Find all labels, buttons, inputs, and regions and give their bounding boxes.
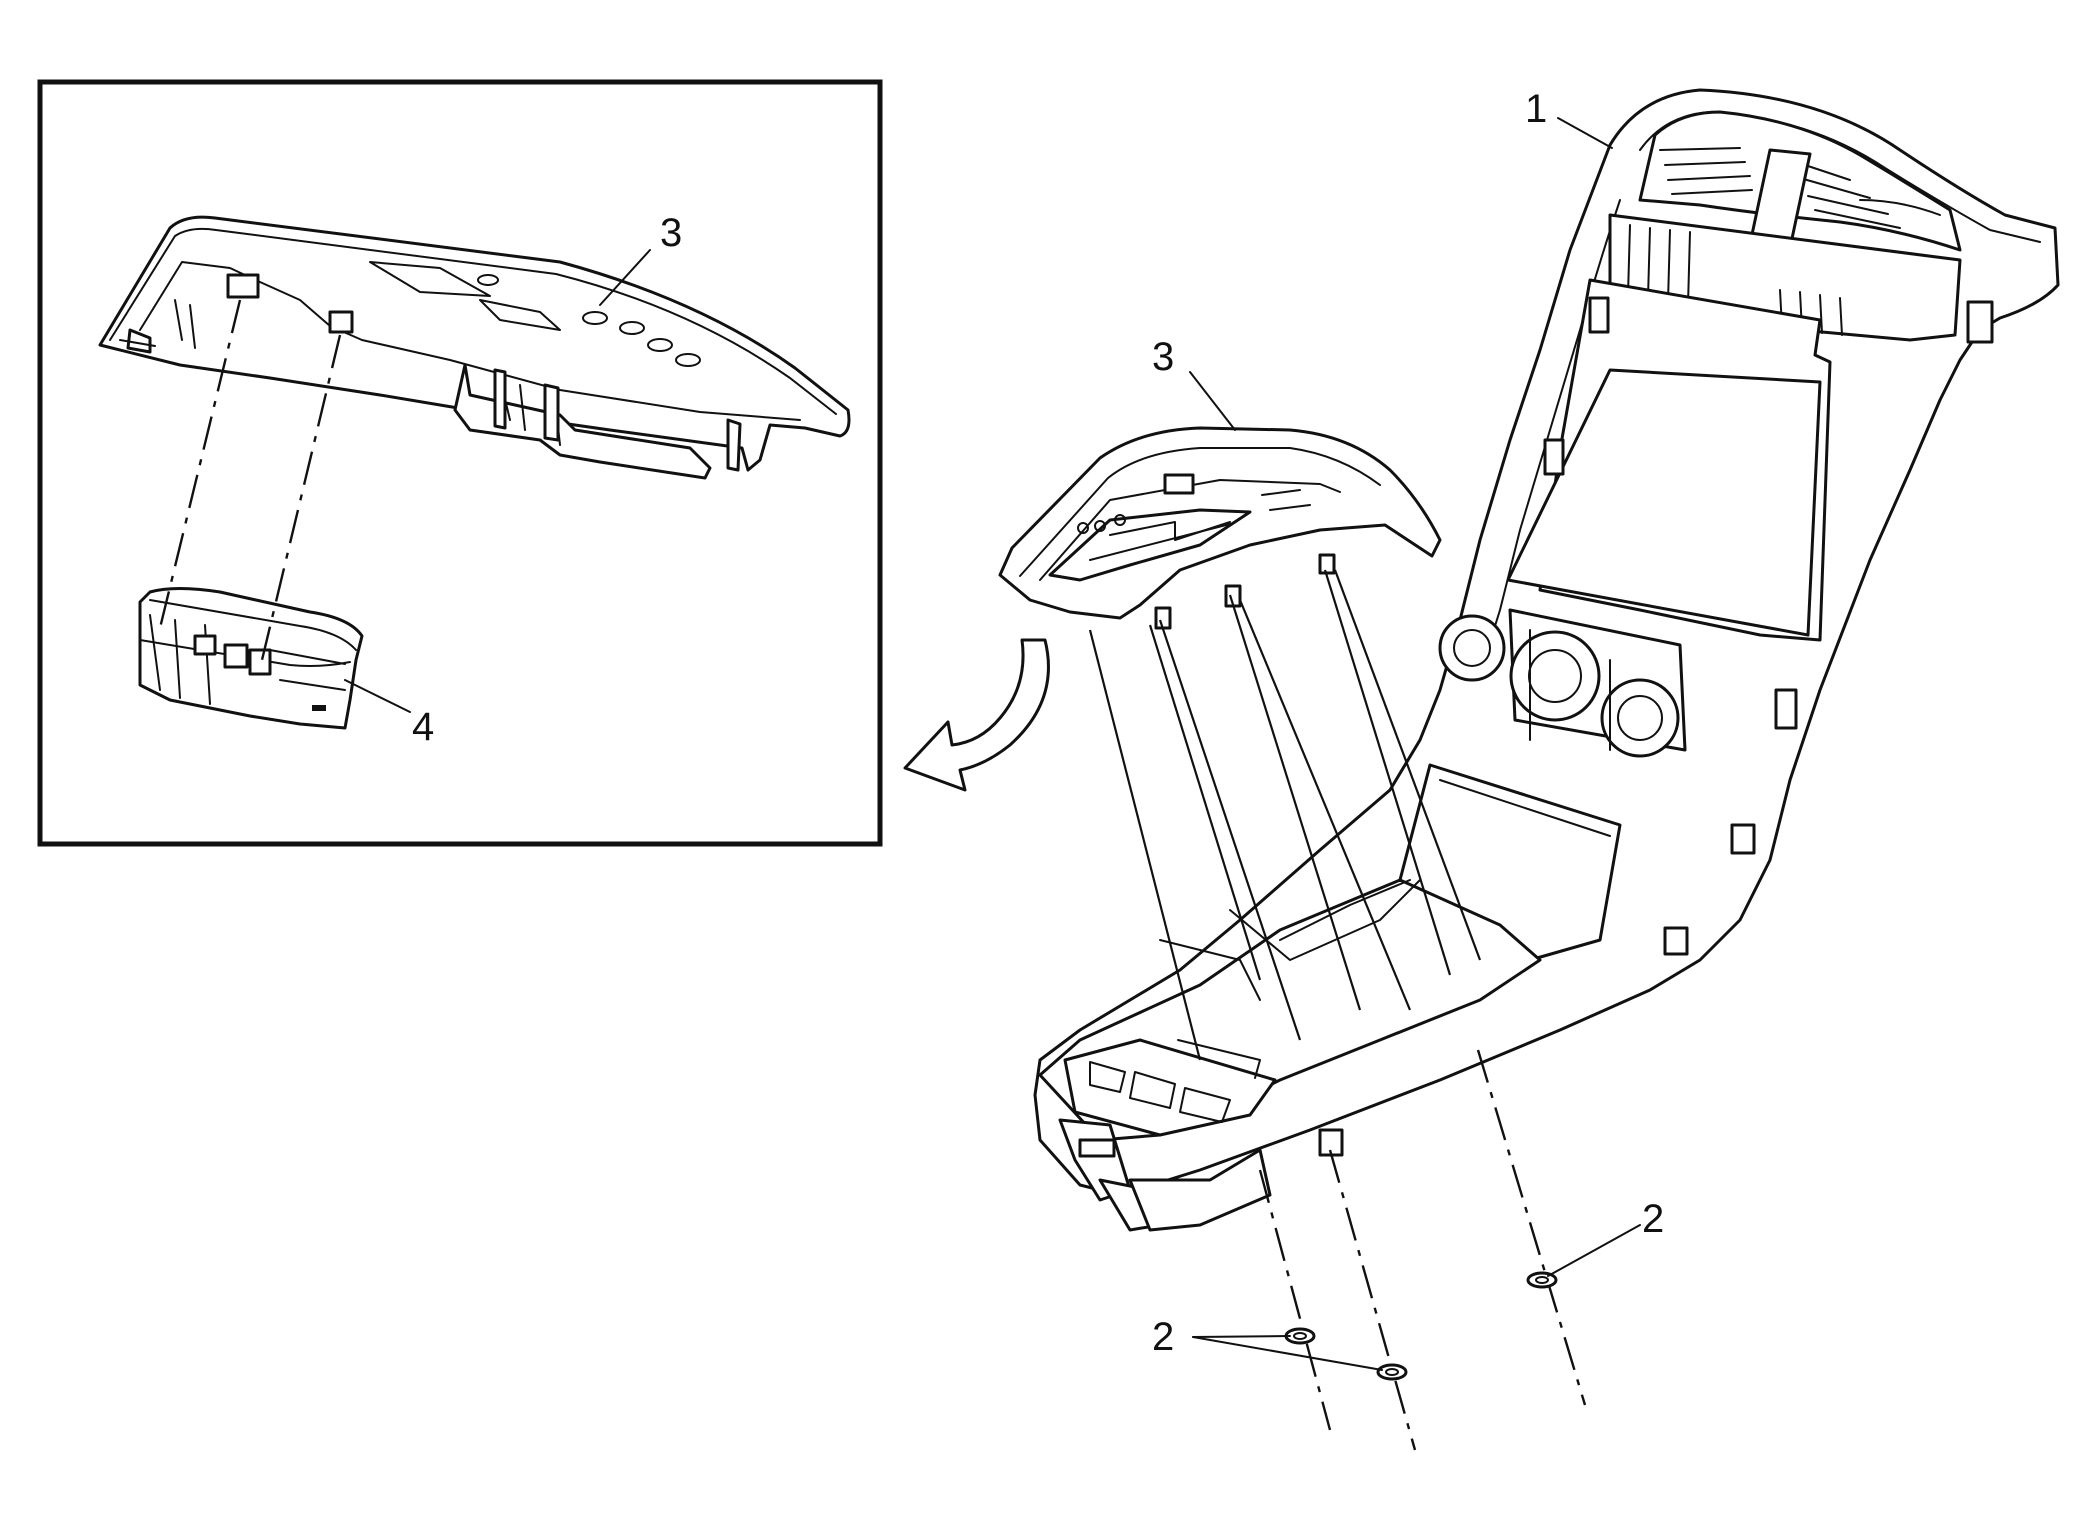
fastener-right [1526, 1271, 1558, 1289]
callout-label-3-inset: 3 [660, 211, 682, 255]
callout-label-2-right: 2 [1642, 1197, 1664, 1241]
callout-label-1: 1 [1525, 87, 1547, 131]
curved-arrow-icon [903, 638, 1050, 792]
callout-2-left: 2 [1152, 1315, 1383, 1371]
fasteners-2 [1284, 1271, 1558, 1381]
callout-3-main: 3 [1152, 335, 1236, 431]
inset-frame [37, 79, 883, 847]
trim-plate-3 [998, 426, 1442, 630]
fastener-middle [1376, 1363, 1408, 1381]
center-console-1 [1033, 88, 2060, 1232]
detail-inset: 3 4 [37, 79, 883, 847]
callout-label-2-left: 2 [1152, 1315, 1174, 1359]
callout-2-right: 2 [1547, 1197, 1664, 1277]
callout-label-3-main: 3 [1152, 335, 1174, 379]
callout-1: 1 [1525, 87, 1613, 149]
inset-switch-module-4 [138, 587, 364, 730]
callout-4-inset: 4 [344, 679, 434, 749]
callout-label-4-inset: 4 [412, 705, 434, 749]
callout-3-inset: 3 [599, 211, 682, 306]
hvac-knobs [1438, 608, 1687, 758]
display-opening [1506, 278, 1832, 642]
alignment-guides [1088, 569, 1587, 1451]
inset-trim-plate-3 [98, 215, 851, 480]
